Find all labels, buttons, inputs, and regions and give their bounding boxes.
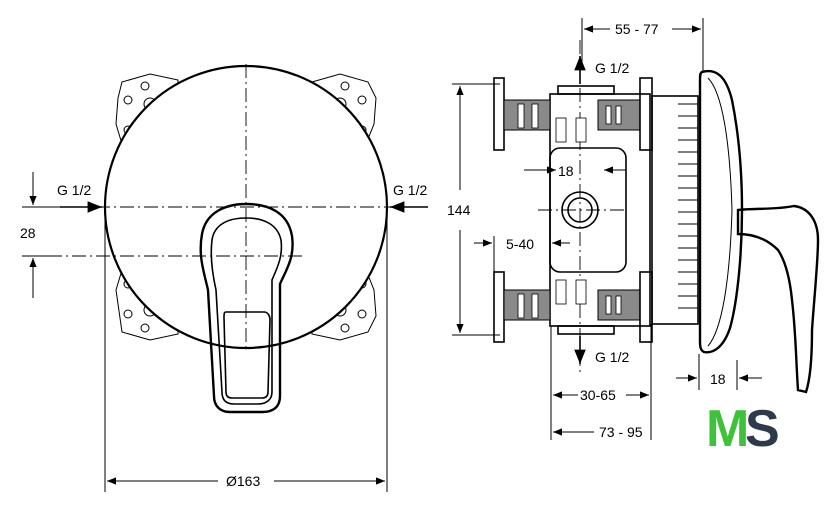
bottom-fitting bbox=[557, 325, 615, 335]
cover-plate-side-edge bbox=[707, 77, 733, 347]
cover-plate-side bbox=[698, 69, 744, 354]
range-30-65-dim-label: 30-65 bbox=[580, 387, 616, 403]
logo-letter-m: M bbox=[706, 400, 749, 458]
top-fitting bbox=[557, 85, 615, 95]
stop-valve-lower bbox=[493, 271, 653, 343]
stop-valve-upper bbox=[493, 77, 653, 151]
threaded-sleeve bbox=[651, 95, 699, 325]
inner-18-dim-label: 18 bbox=[558, 163, 574, 179]
outlet-bottom-label: G 1/2 bbox=[595, 349, 629, 365]
logo-letter-s: S bbox=[745, 400, 780, 458]
range-73-95-dim-label: 73 - 95 bbox=[599, 424, 643, 440]
range-5-40-dim-label: 5-40 bbox=[506, 236, 534, 252]
height-dim-label: 144 bbox=[447, 202, 471, 218]
side-view: 55 - 77 G 1/2 18 5-40 bbox=[447, 18, 820, 440]
front-view: G 1/2 G 1/2 28 Ø163 bbox=[20, 64, 428, 492]
inlet-left-label: G 1/2 bbox=[57, 182, 91, 198]
lever-side bbox=[736, 204, 820, 394]
depth-total-dim-label: 55 - 77 bbox=[615, 21, 659, 37]
outlet-top-label: G 1/2 bbox=[595, 60, 629, 76]
brand-logo: M S bbox=[706, 400, 780, 458]
offset-dim-label: 28 bbox=[20, 225, 36, 241]
plate-18-dim-label: 18 bbox=[710, 371, 726, 387]
inlet-right-label: G 1/2 bbox=[393, 182, 427, 198]
lever-handle bbox=[199, 202, 294, 414]
diameter-dim-label: Ø163 bbox=[226, 473, 260, 489]
